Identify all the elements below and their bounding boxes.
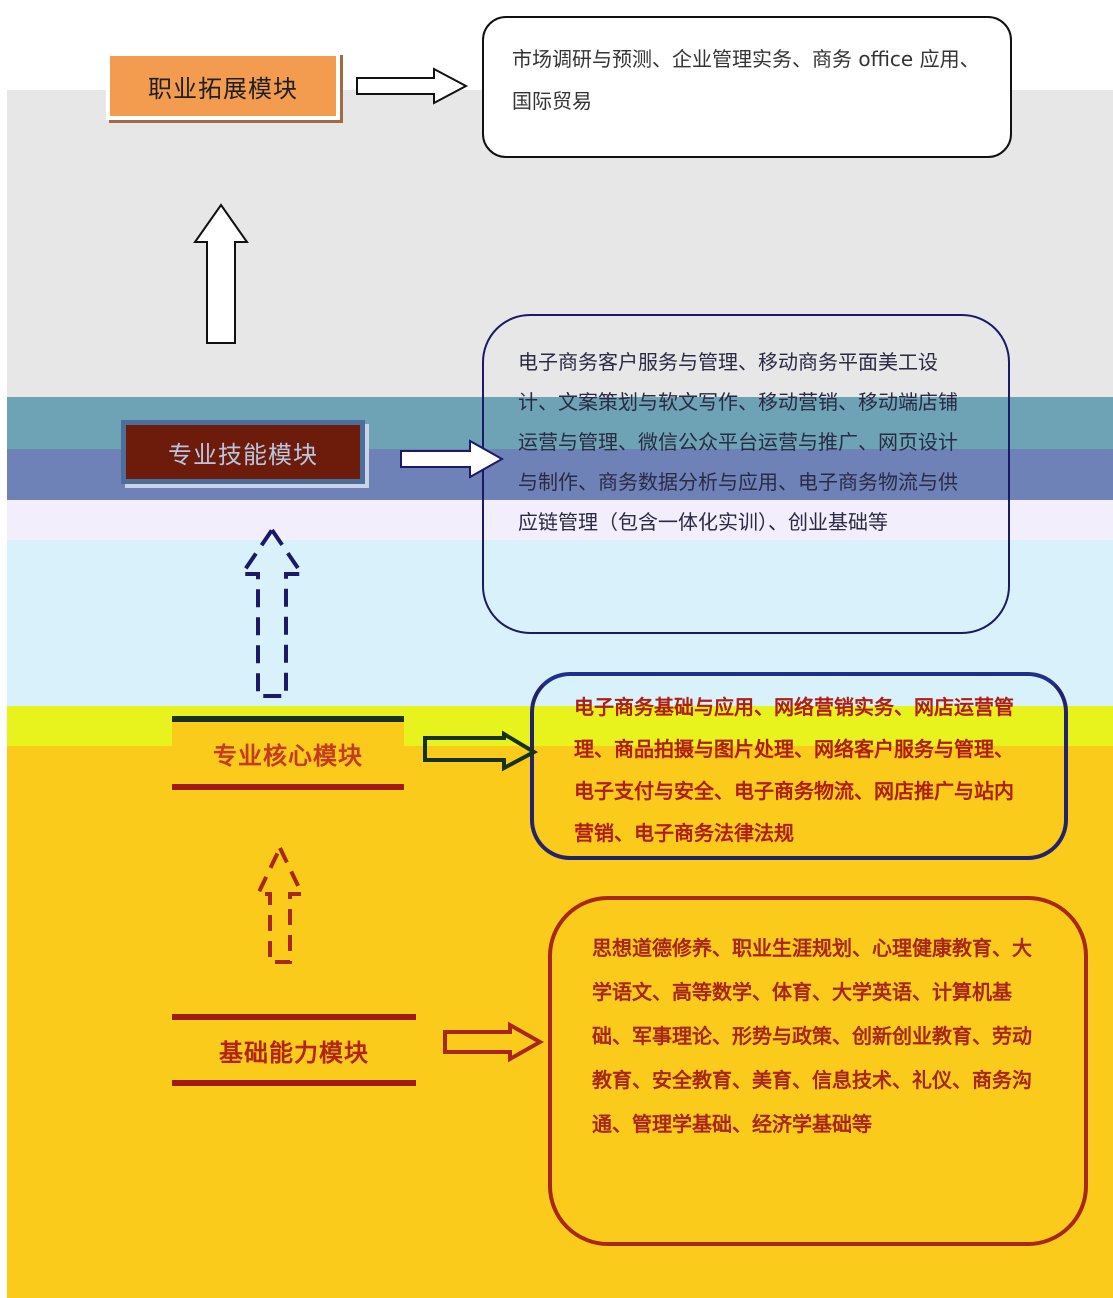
up-arrow-icon — [193, 203, 249, 344]
core-courses-box: 电子商务基础与应用、网络营销实务、网店运营管理、商品拍摄与图片处理、网络客户服务… — [530, 672, 1068, 860]
right-arrow-icon — [443, 1021, 545, 1063]
up-arrow-icon — [254, 843, 306, 964]
up-arrow-icon — [238, 526, 306, 698]
career-courses-box: 市场调研与预测、企业管理实务、商务 office 应用、国际贸易 — [482, 16, 1012, 158]
right-arrow-icon — [400, 439, 505, 479]
professional-skill-module: 专业技能模块 — [121, 420, 365, 484]
professional-core-module: 专业核心模块 — [172, 716, 404, 790]
right-arrow-icon — [423, 730, 539, 772]
career-expansion-module: 职业拓展模块 — [106, 52, 340, 120]
skill-courses-box: 电子商务客户服务与管理、移动商务平面美工设计、文案策划与软文写作、移动营销、移动… — [482, 314, 1010, 634]
background-band-lavender — [7, 500, 1113, 540]
right-arrow-icon — [356, 67, 469, 105]
basic-ability-module: 基础能力模块 — [172, 1014, 416, 1086]
base-courses-box: 思想道德修养、职业生涯规划、心理健康教育、大学语文、高等数学、体育、大学英语、计… — [548, 896, 1088, 1246]
